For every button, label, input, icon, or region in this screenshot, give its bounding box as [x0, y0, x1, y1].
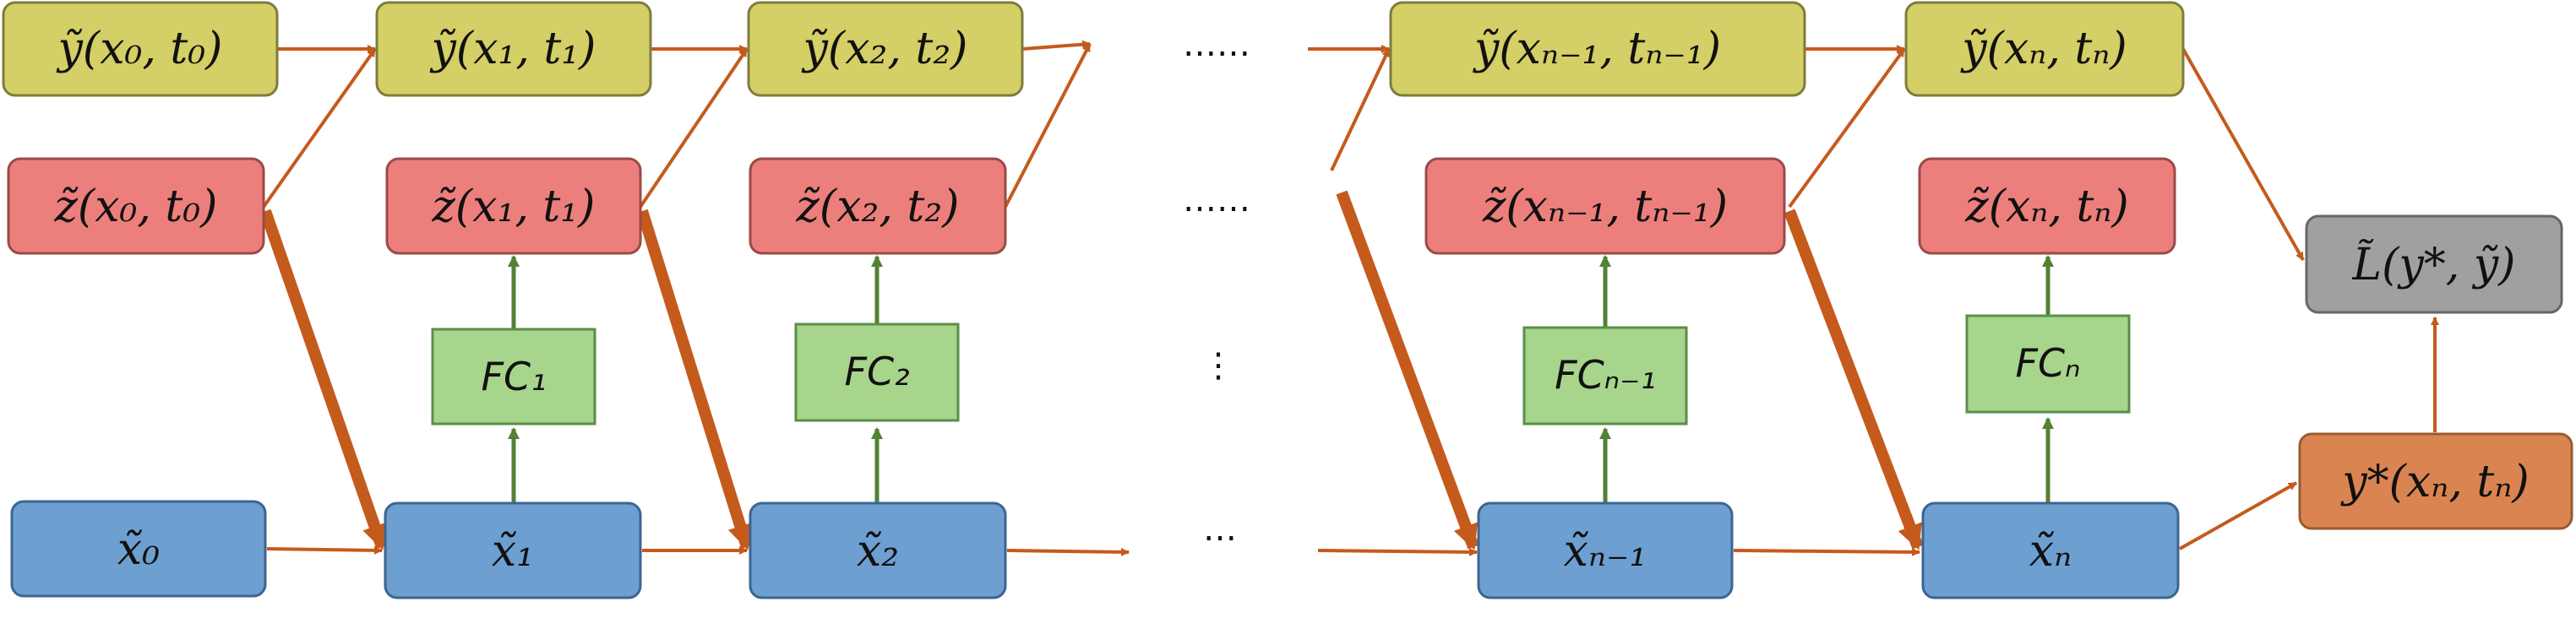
- node-z2-label: z̃(x₂, t₂): [796, 182, 960, 232]
- node-zN1: z̃(xₙ₋₁, tₙ₋₁): [1424, 157, 1786, 255]
- node-fcN: FCₙ: [1965, 314, 2131, 414]
- node-y0-label: ỹ(x₀, t₀): [57, 24, 223, 74]
- node-y2: ỹ(x₂, t₂): [747, 1, 1024, 97]
- node-xN1: x̃ₙ₋₁: [1477, 501, 1734, 599]
- node-z0: z̃(x₀, t₀): [7, 157, 265, 255]
- node-zN1-label: z̃(xₙ₋₁, tₙ₋₁): [1482, 182, 1728, 232]
- node-yN: ỹ(xₙ, tₙ): [1904, 1, 2185, 97]
- node-x1: x̃₁: [384, 501, 642, 599]
- node-zN: z̃(xₙ, tₙ): [1918, 157, 2176, 255]
- node-xN-label: x̃ₙ: [2029, 526, 2072, 577]
- arrow-z1-x2: [636, 209, 753, 550]
- fc-row-ellipsis: ⋮: [1201, 346, 1235, 385]
- node-z0-label: z̃(x₀, t₀): [54, 182, 218, 232]
- fc-row: FC₁ FC₂ FCₙ₋₁ FCₙ ⋮: [431, 314, 2131, 426]
- node-loss-label: L̃(y*, ỹ): [2352, 239, 2516, 290]
- node-x2-label: x̃₂: [857, 526, 899, 577]
- arrow-z0-x1: [259, 209, 388, 550]
- arrow-xN-ystar: [2179, 481, 2297, 550]
- node-fc1: FC₁: [431, 328, 596, 426]
- arrow-in-xN1: [1317, 547, 1478, 556]
- node-z1: z̃(x₁, t₁): [385, 157, 642, 255]
- arrow-zN1-xN: [1784, 209, 1924, 550]
- x-row-ellipsis: …: [1203, 510, 1237, 549]
- node-x0-label: x̃₀: [117, 524, 160, 575]
- arrow-x2-out: [1006, 547, 1130, 556]
- node-yN-label: ỹ(xₙ, tₙ): [1960, 24, 2127, 74]
- node-yN1-label: ỹ(xₙ₋₁, tₙ₋₁): [1473, 24, 1721, 74]
- node-y1: ỹ(x₁, t₁): [375, 1, 652, 97]
- arrow-z1-y2: [639, 47, 749, 209]
- node-loss: L̃(y*, ỹ): [2305, 214, 2563, 314]
- z-row-ellipsis: ……: [1183, 181, 1250, 220]
- node-y1-label: ỹ(x₁, t₁): [430, 24, 596, 74]
- arrow-in-yN1-diag: [1330, 48, 1391, 171]
- node-x1-label: x̃₁: [492, 526, 534, 577]
- node-x2: x̃₂: [749, 501, 1007, 599]
- node-xN1-label: x̃ₙ₋₁: [1564, 526, 1647, 577]
- y-row-ellipsis: ……: [1183, 25, 1250, 64]
- arrow-xN1-xN: [1733, 547, 1920, 556]
- node-xN: x̃ₙ: [1921, 501, 2180, 599]
- node-z1-label: z̃(x₁, t₁): [432, 182, 596, 232]
- node-fc1-label: FC₁: [481, 354, 546, 399]
- node-fcN-label: FCₙ: [2016, 340, 2081, 386]
- node-fc2-label: FC₂: [844, 349, 909, 394]
- arrow-y2-out: [1021, 40, 1091, 51]
- arrow-in-xN1-diag: [1336, 190, 1479, 550]
- node-ystar-label: y*(xₙ, tₙ): [2340, 457, 2529, 507]
- node-x0: x̃₀: [10, 500, 267, 598]
- node-fcN1: FCₙ₋₁: [1522, 326, 1688, 426]
- output-nodes: L̃(y*, ỹ) y*(xₙ, tₙ): [2298, 214, 2573, 530]
- node-y2-label: ỹ(x₂, t₂): [802, 24, 968, 74]
- node-yN1: ỹ(xₙ₋₁, tₙ₋₁): [1389, 1, 1806, 97]
- node-fcN1-label: FCₙ₋₁: [1555, 352, 1656, 398]
- arrow-yN-loss: [2181, 48, 2305, 261]
- x-row: x̃₀ x̃₁ x̃₂ x̃ₙ₋₁ x̃ₙ …: [10, 500, 2180, 599]
- node-z2: z̃(x₂, t₂): [749, 157, 1007, 255]
- node-fc2: FC₂: [794, 323, 960, 422]
- arrow-x0-x1: [266, 545, 383, 555]
- arrow-z0-y1: [262, 47, 377, 209]
- node-ystar: y*(xₙ, tₙ): [2298, 432, 2573, 530]
- node-y0: ỹ(x₀, t₀): [2, 1, 279, 97]
- arrow-z2-out: [1004, 43, 1092, 208]
- arrow-zN1-yN: [1788, 47, 1906, 209]
- node-zN-label: z̃(xₙ, tₙ): [1964, 182, 2128, 232]
- arrows: [259, 40, 2439, 556]
- y-row: ỹ(x₀, t₀) ỹ(x₁, t₁) ỹ(x₂, t₂) ỹ(xₙ₋₁, tₙ…: [2, 1, 2185, 97]
- z-row: z̃(x₀, t₀) z̃(x₁, t₁) z̃(x₂, t₂) z̃(xₙ₋₁…: [7, 157, 2176, 255]
